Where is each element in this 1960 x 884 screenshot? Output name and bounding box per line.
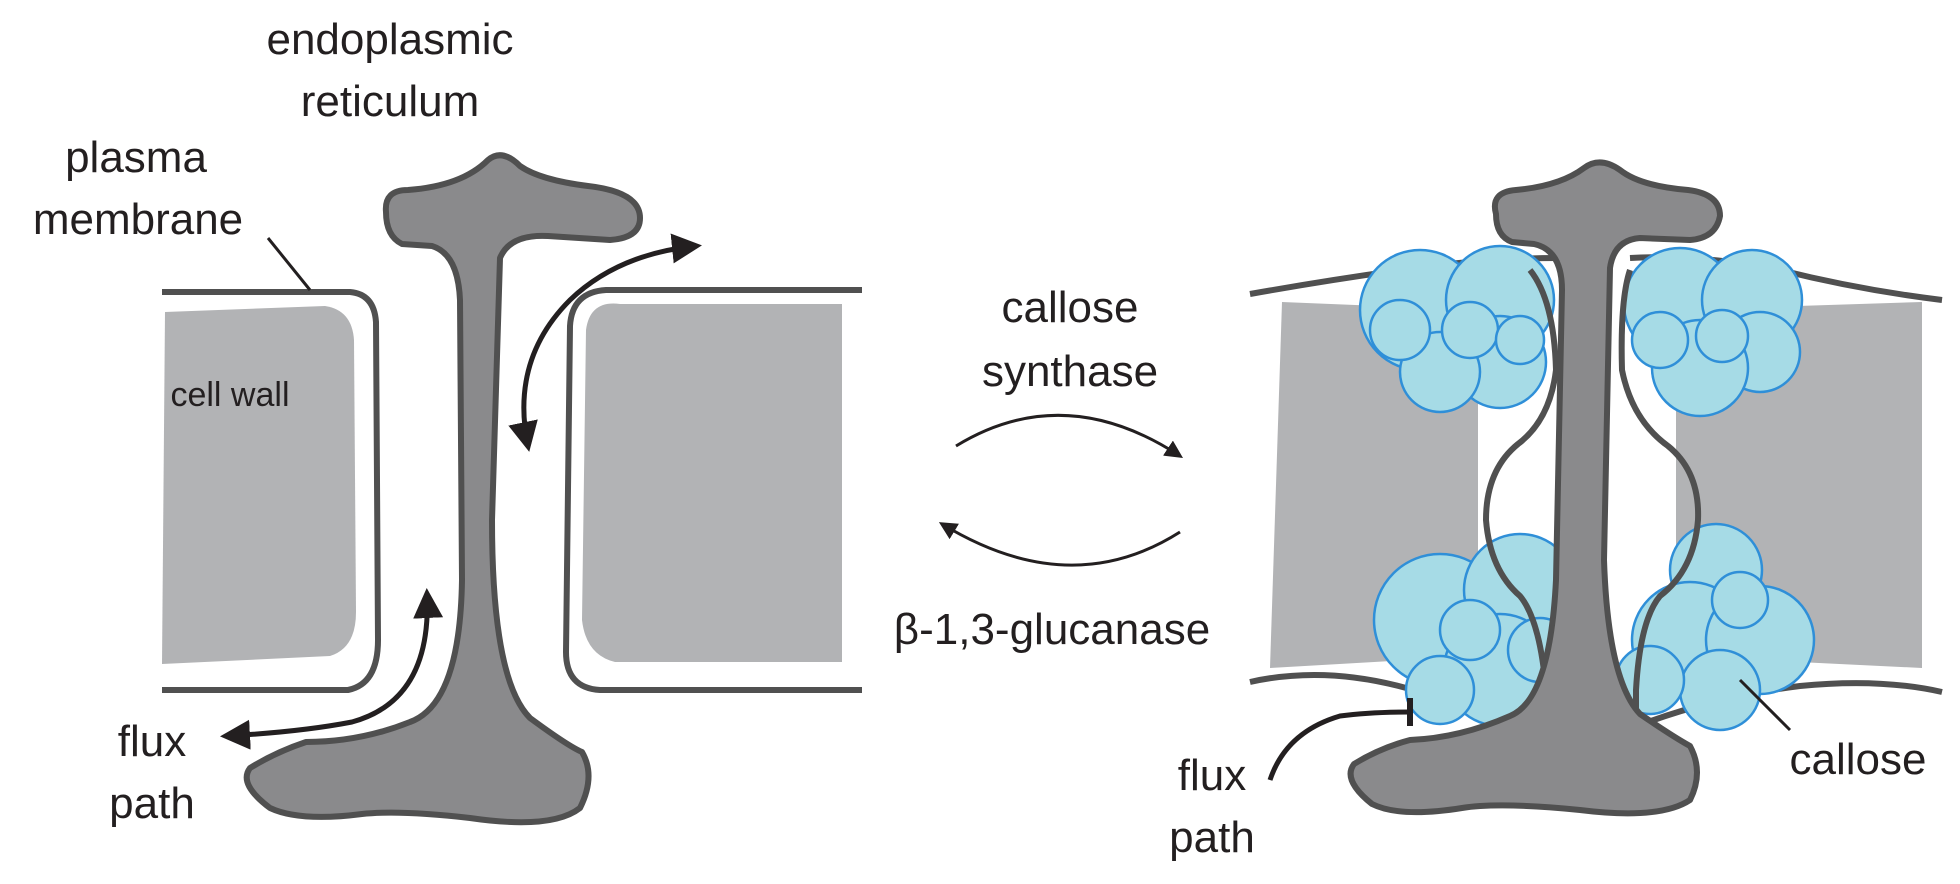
constricted-membrane-right <box>1618 269 1702 724</box>
flux-path-left-line2: path <box>109 779 195 828</box>
flux-arrow-down-left <box>220 588 444 750</box>
plasma-membrane-label-line1: plasma <box>65 133 207 182</box>
glucanase-arrow <box>938 522 1181 567</box>
callose-deposit-top-left <box>1358 244 1556 414</box>
cell-wall-label: cell wall <box>170 376 289 414</box>
er-label-line2: reticulum <box>301 77 480 126</box>
open-plasmodesma <box>162 152 862 826</box>
flux-path-left-line1: flux <box>118 717 186 766</box>
flux-path-right-line2: path <box>1169 813 1255 862</box>
closed-plasmodesma <box>1249 159 1943 817</box>
callose-deposit-top-right <box>1622 246 1804 418</box>
reaction-arrows <box>938 413 1184 567</box>
callose-synthase-label-line1: callose <box>1002 283 1139 332</box>
blocked-flux-arrow <box>1267 709 1411 781</box>
plasma-membrane-label-line2: membrane <box>33 195 243 244</box>
glucanase-label: β-1,3-glucanase <box>894 605 1210 654</box>
flux-path-right-line1: flux <box>1178 751 1246 800</box>
constricted-membrane-left <box>1482 268 1560 724</box>
callose-pointer <box>1738 678 1792 732</box>
er-label-line1: endoplasmic <box>266 15 513 64</box>
flux-arrow-up-right <box>508 233 702 452</box>
er-desmotubule-right <box>1347 159 1723 817</box>
cell-wall-left <box>162 306 356 664</box>
callose-synthase-arrow <box>955 413 1184 458</box>
cell-wall-right <box>582 303 842 662</box>
labels: endoplasmic reticulum plasma membrane ce… <box>33 15 1927 862</box>
callose-label: callose <box>1790 735 1927 784</box>
callose-synthase-label-line2: synthase <box>982 347 1158 396</box>
plasma-membrane-pointer <box>266 237 312 291</box>
